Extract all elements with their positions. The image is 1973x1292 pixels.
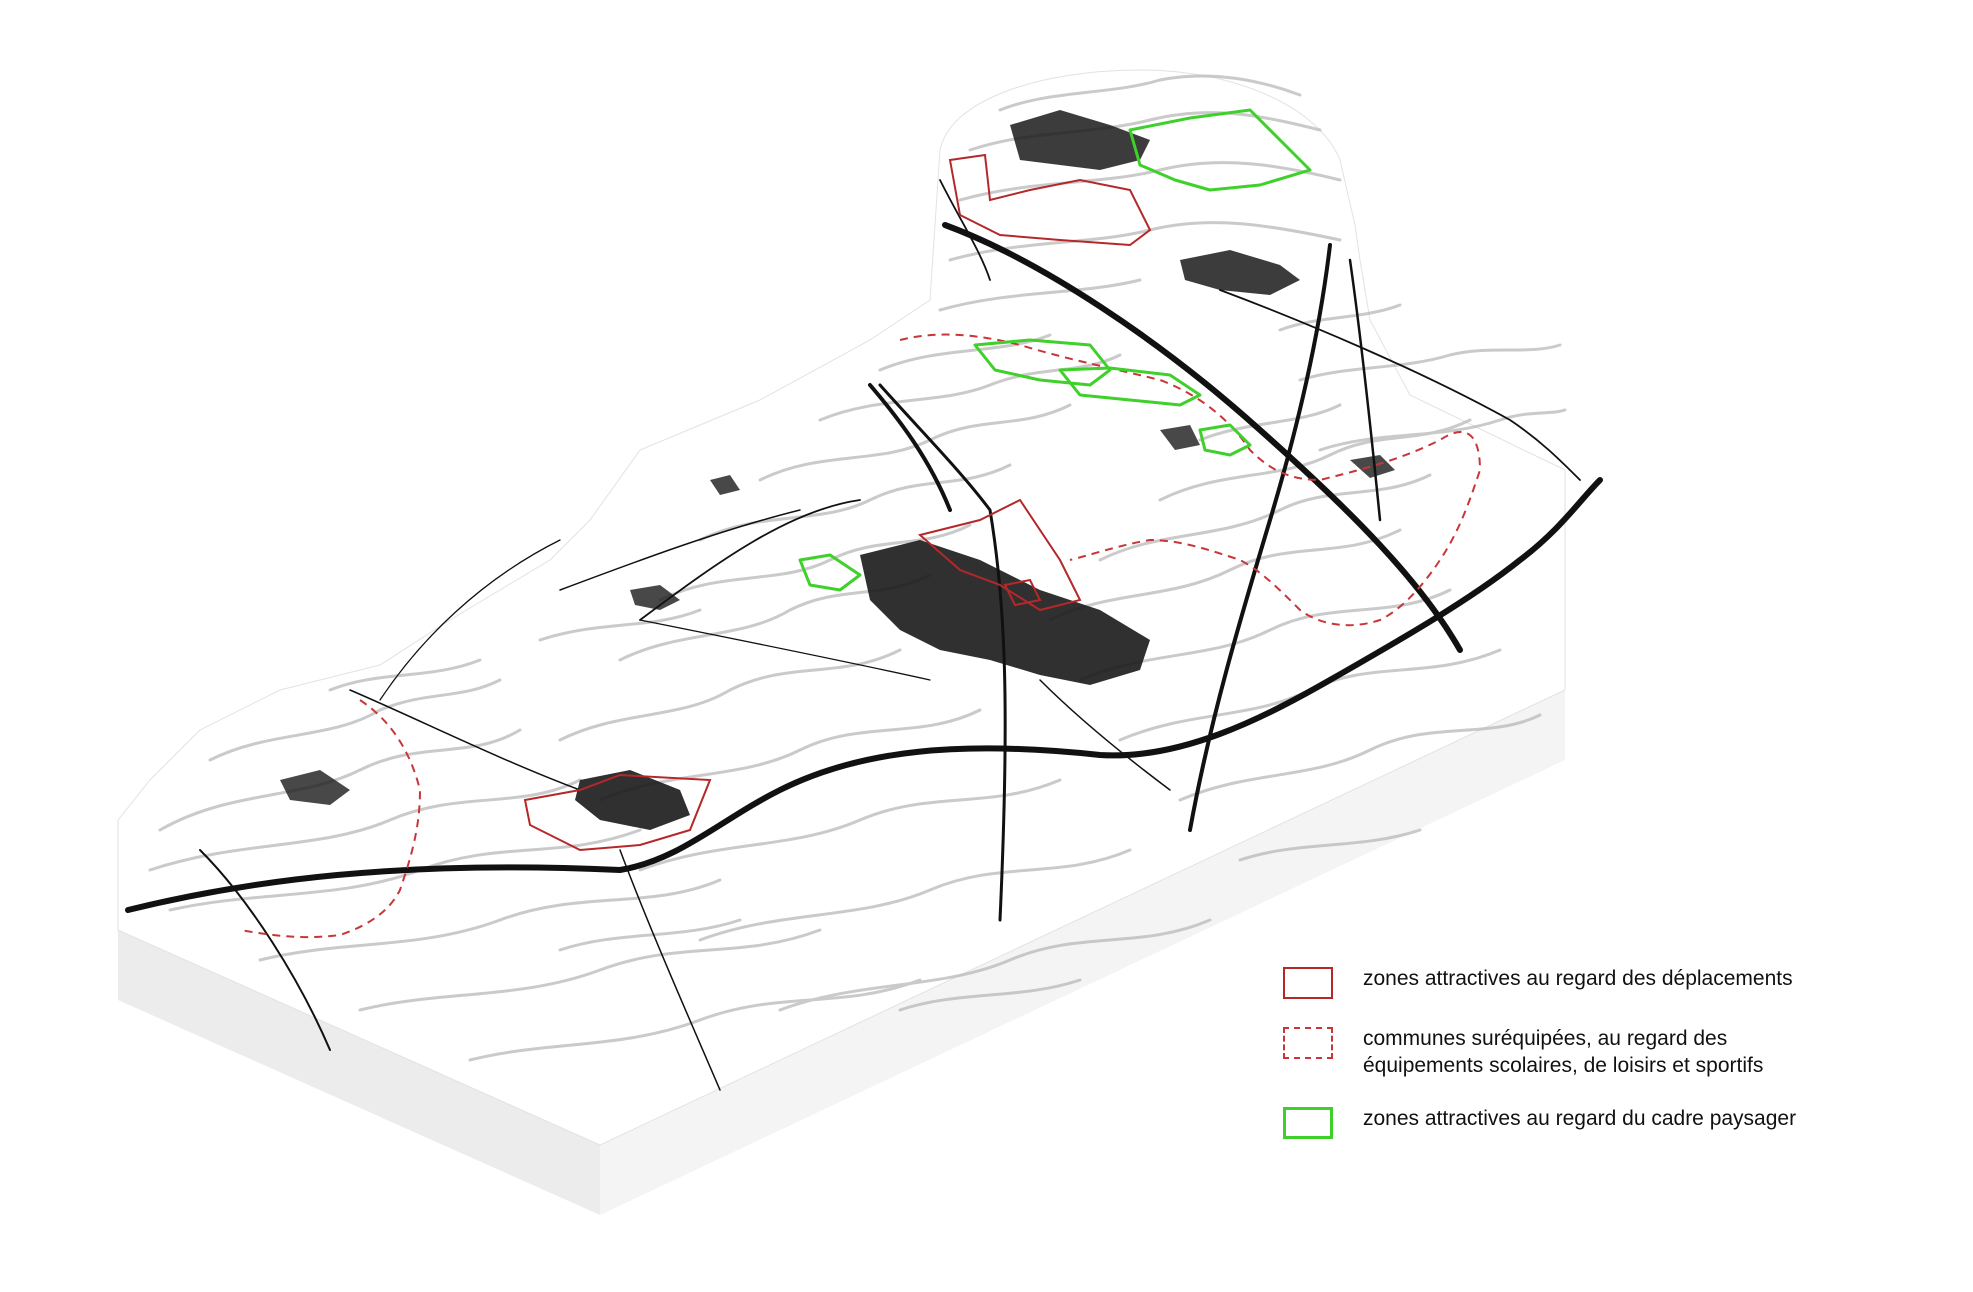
zone-landscape-mid-1 bbox=[973, 338, 1112, 387]
highway-south bbox=[125, 477, 1603, 913]
road-sw-4 bbox=[379, 539, 561, 701]
highway-north bbox=[942, 222, 1463, 653]
legend-item-landscape: zones attractives au regard du cadre pay… bbox=[1283, 1105, 1923, 1139]
legend-swatch-green bbox=[1283, 1107, 1333, 1139]
town-north bbox=[1010, 110, 1150, 170]
road-east-diag bbox=[1219, 289, 1581, 481]
zone-overequipped-west bbox=[239, 699, 422, 939]
terrain-block-top bbox=[117, 69, 1566, 1146]
village-west bbox=[280, 770, 350, 805]
town-center bbox=[860, 540, 1150, 685]
village-north-west bbox=[710, 475, 740, 495]
village-mid-west bbox=[630, 585, 680, 610]
terrain-block-side-front bbox=[600, 690, 1565, 1215]
village-mid bbox=[1160, 425, 1200, 450]
zone-overequipped-north bbox=[899, 333, 1482, 627]
road-center-south bbox=[1039, 679, 1171, 791]
legend-label: zones attractives au regard des déplacem… bbox=[1363, 967, 1793, 990]
road-sw-2 bbox=[349, 689, 581, 791]
zones-overequipped bbox=[239, 333, 1482, 939]
town-north-east bbox=[1180, 250, 1300, 295]
zone-displacement-center bbox=[917, 498, 1082, 612]
urban-areas bbox=[280, 110, 1395, 830]
town-south-west bbox=[575, 770, 690, 830]
road-north-spur bbox=[939, 179, 991, 281]
zone-landscape-north bbox=[1128, 108, 1312, 192]
legend-swatch-dashed-red bbox=[1283, 1027, 1333, 1059]
village-east bbox=[1350, 455, 1395, 478]
zone-landscape-west bbox=[798, 553, 862, 592]
zone-landscape-east-small bbox=[1198, 423, 1252, 457]
legend-item-overequipped: communes suréquipées, au regard des équi… bbox=[1283, 1025, 1923, 1079]
road-sw-3 bbox=[619, 849, 721, 1091]
legend-item-displacement: zones attractives au regard des déplacem… bbox=[1283, 965, 1923, 999]
zone-displacement-center-small bbox=[1003, 578, 1042, 607]
legend-label: communes suréquipées, au regard des équi… bbox=[1363, 1027, 1764, 1077]
terrain-block-side-left bbox=[118, 930, 600, 1215]
zone-displacement-north bbox=[948, 153, 1152, 247]
road-ns-east bbox=[1348, 258, 1382, 522]
road-network bbox=[125, 179, 1603, 1091]
road-center-west bbox=[639, 619, 931, 681]
road-west-north bbox=[868, 383, 952, 512]
road-sw-1 bbox=[199, 849, 331, 1051]
legend-label: zones attractives au regard du cadre pay… bbox=[1363, 1107, 1797, 1130]
zones-displacement bbox=[523, 153, 1152, 852]
zone-landscape-mid-2 bbox=[1058, 366, 1202, 407]
road-mid-diag bbox=[559, 509, 801, 591]
legend-swatch-solid-red bbox=[1283, 967, 1333, 999]
road-west-diag bbox=[639, 499, 861, 621]
map-legend: zones attractives au regard des déplacem… bbox=[1283, 965, 1923, 1165]
road-ns-west bbox=[878, 383, 1007, 922]
zones-landscape bbox=[798, 108, 1312, 592]
zone-displacement-south-west bbox=[523, 773, 712, 852]
